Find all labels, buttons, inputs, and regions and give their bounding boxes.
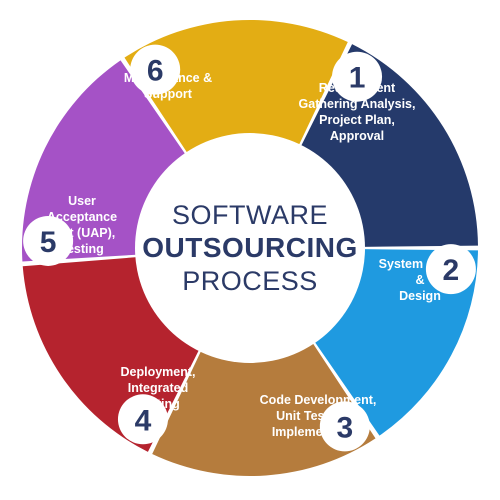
step-6-badge: 6 — [130, 44, 181, 95]
number-badges-layer: 1 2 3 4 5 6 — [23, 44, 476, 452]
step-4-label-line: Deployment, — [120, 365, 195, 379]
step-1-label-line: Approval — [330, 129, 384, 143]
step-5-label-line: User — [68, 194, 96, 208]
step-4-label-line: Integrated — [128, 381, 188, 395]
step-5-label-line: Acceptance — [47, 210, 117, 224]
step-5-badge: 5 — [23, 215, 74, 266]
title-line-2: OUTSOURCING — [142, 232, 358, 263]
step-6-badge-circle — [130, 44, 181, 95]
step-3-badge: 3 — [319, 401, 370, 452]
step-1-label-line: Gathering Analysis, — [299, 97, 416, 111]
step-4-badge: 4 — [117, 394, 168, 445]
segment-step-2 — [313, 249, 478, 436]
center-circle — [135, 133, 365, 363]
step-3-label-line: Code Development, — [260, 393, 377, 407]
step-5-badge-circle — [23, 215, 74, 266]
title-line-3: PROCESS — [182, 266, 318, 296]
step-2-badge: 2 — [425, 244, 476, 295]
title-line-1: SOFTWARE — [172, 200, 328, 230]
step-2-number: 2 — [443, 254, 460, 287]
step-1-badge: 1 — [332, 51, 383, 102]
step-2-label-line: & — [415, 273, 424, 287]
step-4-number: 4 — [135, 404, 152, 437]
step-3-badge-circle — [319, 401, 370, 452]
segment-step-5 — [22, 60, 187, 262]
step-1-badge-circle — [332, 51, 383, 102]
step-3-number: 3 — [336, 411, 353, 444]
step-6-number: 6 — [147, 55, 164, 88]
step-5-number: 5 — [40, 226, 57, 259]
segment-step-6 — [124, 19, 348, 155]
segment-step-3 — [152, 341, 376, 476]
segments-layer — [22, 19, 478, 476]
step-4-badge-circle — [117, 394, 168, 445]
step-1-label-line: Project Plan, — [319, 113, 395, 127]
step-1-number: 1 — [349, 62, 366, 95]
step-2-label-line: Design — [399, 289, 441, 303]
step-2-badge-circle — [425, 244, 476, 295]
